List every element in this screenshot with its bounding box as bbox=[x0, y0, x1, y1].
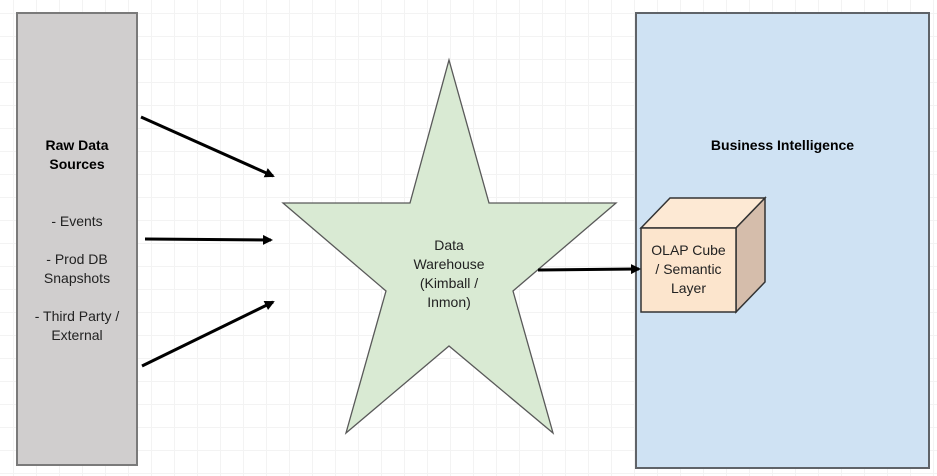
olap-cube[interactable] bbox=[639, 196, 767, 314]
arrow-raw-to-warehouse-upper[interactable] bbox=[140, 115, 275, 178]
raw-title-line: Raw Data bbox=[45, 137, 109, 153]
dw-label-line: Inmon) bbox=[427, 294, 471, 310]
raw-item-line: - Events bbox=[51, 213, 103, 229]
cube-label-line: OLAP Cube bbox=[651, 242, 726, 258]
raw-data-sources-title: Raw Data Sources bbox=[16, 136, 138, 174]
raw-source-item-prod-db: - Prod DB Snapshots bbox=[16, 250, 138, 288]
cube-label-line: / Semantic bbox=[655, 261, 722, 277]
arrow-raw-to-warehouse-lower[interactable] bbox=[141, 300, 275, 368]
cube-front-face bbox=[640, 227, 737, 313]
data-warehouse-label: Data Warehouse (Kimball / Inmon) bbox=[390, 236, 508, 312]
arrow-warehouse-to-cube[interactable] bbox=[537, 264, 641, 275]
raw-item-line: External bbox=[51, 327, 103, 343]
raw-item-line: - Prod DB bbox=[46, 251, 108, 267]
raw-data-sources-box[interactable] bbox=[16, 12, 138, 466]
dw-label-line: Data bbox=[434, 237, 464, 253]
raw-item-line: - Third Party / bbox=[34, 308, 120, 324]
raw-item-line: Snapshots bbox=[43, 270, 111, 286]
dw-label-line: (Kimball / bbox=[419, 275, 479, 291]
dw-label-line: Warehouse bbox=[413, 256, 485, 272]
data-warehouse-star[interactable] bbox=[281, 57, 618, 435]
raw-source-item-events: - Events bbox=[16, 212, 138, 231]
raw-source-item-third-party: - Third Party / External bbox=[16, 307, 138, 345]
olap-cube-label: OLAP Cube / Semantic Layer bbox=[641, 241, 736, 298]
raw-title-line: Sources bbox=[49, 156, 105, 172]
business-intelligence-title: Business Intelligence bbox=[710, 137, 855, 153]
cube-label-line: Layer bbox=[670, 280, 707, 296]
arrow-raw-to-warehouse-middle[interactable] bbox=[144, 234, 273, 245]
